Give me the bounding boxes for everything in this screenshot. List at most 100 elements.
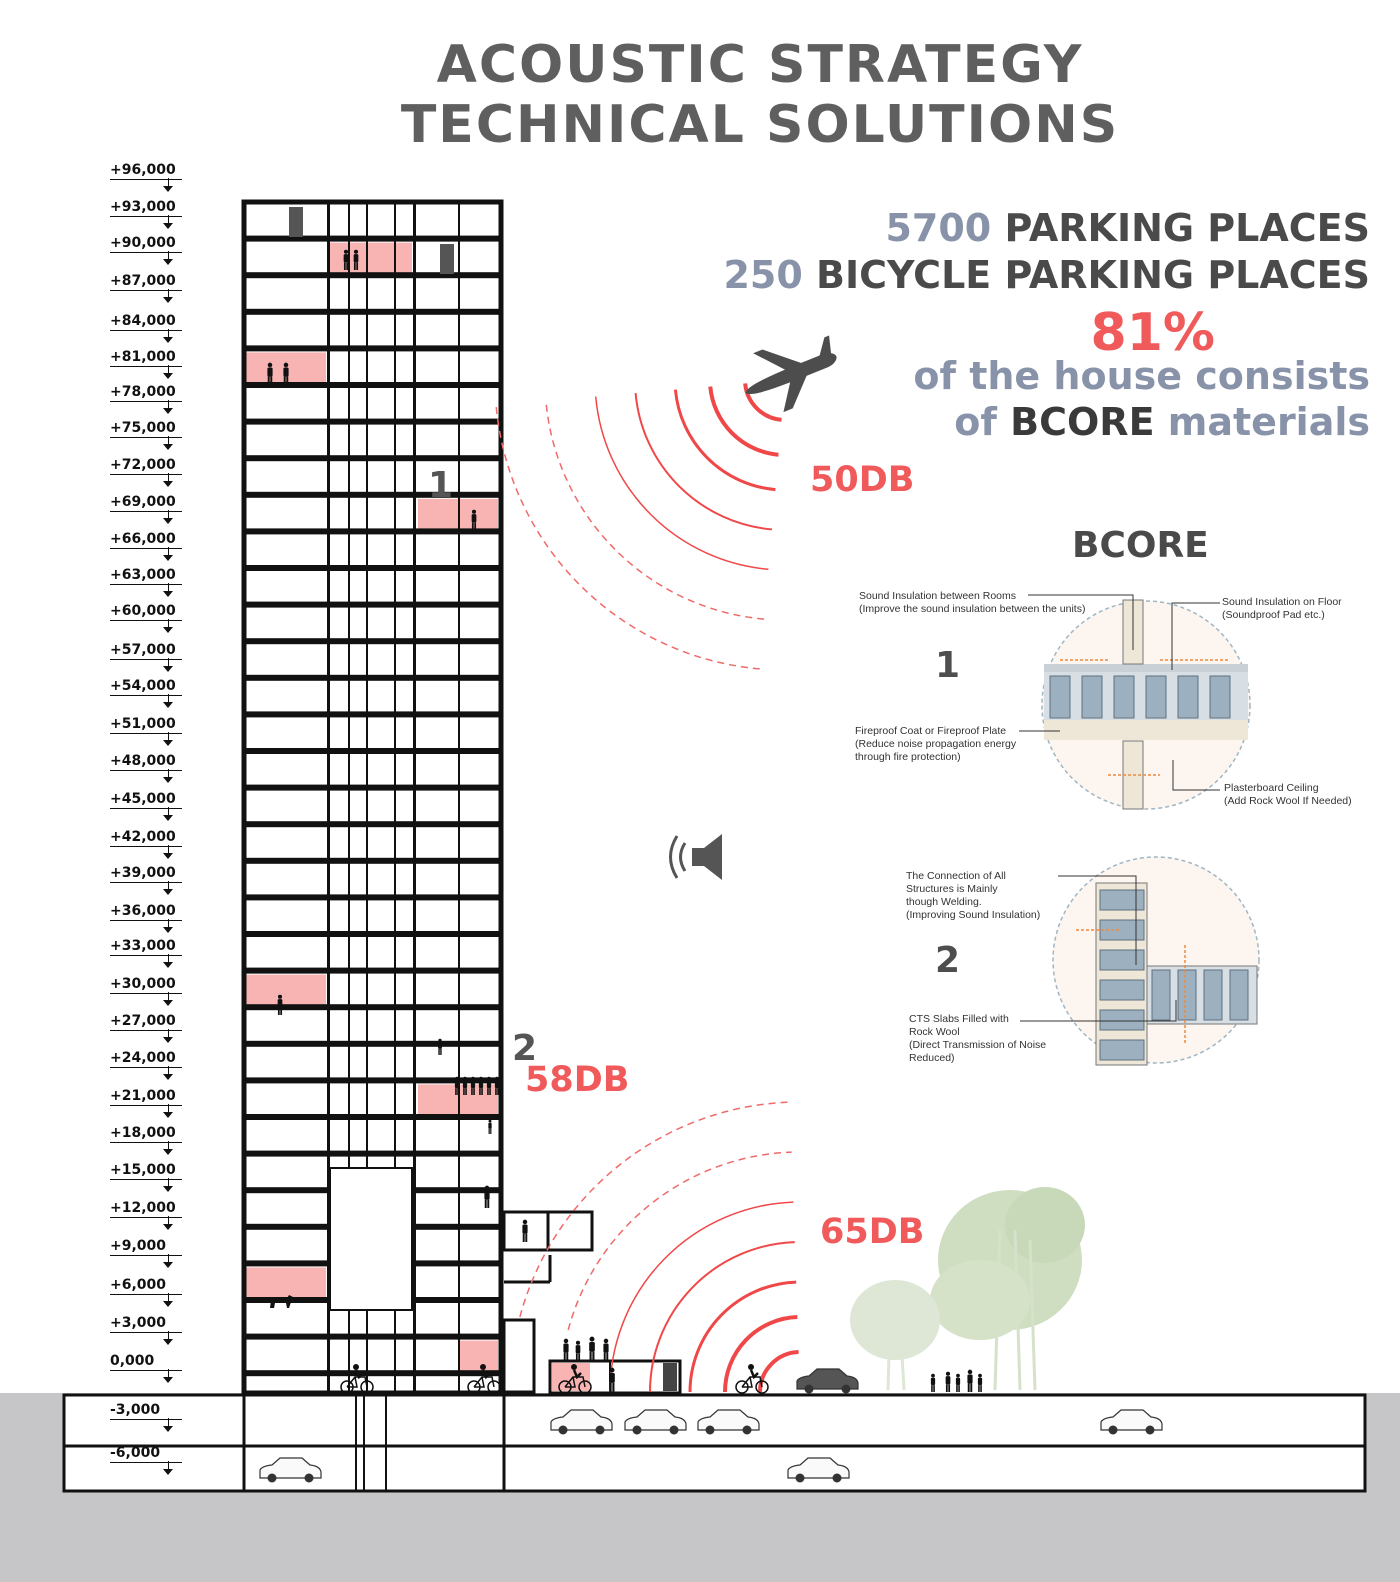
stat-bicycle-label: BICYCLE PARKING PLACES xyxy=(816,253,1370,297)
level-label: +24,000 xyxy=(110,1050,176,1066)
steel-core xyxy=(1081,675,1103,719)
level-label: +45,000 xyxy=(110,791,176,807)
level-label: +9,000 xyxy=(110,1238,167,1254)
person-silhouette-icon xyxy=(930,1373,936,1392)
bcore-detail-1 xyxy=(1041,599,1251,810)
level-label: +15,000 xyxy=(110,1162,176,1178)
level-label: +90,000 xyxy=(110,235,176,251)
level-label: +78,000 xyxy=(110,384,176,400)
car-icon xyxy=(697,1409,760,1435)
stat-parking-number: 5700 xyxy=(885,206,992,250)
floor-slab xyxy=(244,931,501,937)
level-marker: 0,000 xyxy=(110,1353,182,1383)
person-silhouette-icon xyxy=(563,1338,569,1361)
steel-core xyxy=(1099,979,1145,1001)
callout-floor: Sound Insulation on Floor (Soundproof Pa… xyxy=(1222,596,1342,621)
highlighted-room xyxy=(330,242,412,275)
bicycle-icon xyxy=(735,1364,769,1394)
level-label: +39,000 xyxy=(110,865,176,881)
callout-rooms: Sound Insulation between Rooms (Improve … xyxy=(859,590,1086,615)
person-silhouette-icon xyxy=(494,1076,500,1095)
person-silhouette-icon xyxy=(277,994,283,1015)
sound-wave xyxy=(567,1151,792,1331)
floor-slab xyxy=(244,345,501,352)
bicycle-icon xyxy=(467,1364,501,1394)
stat-consists-brand: BCORE xyxy=(1010,400,1155,444)
person-silhouette-icon xyxy=(462,1076,468,1095)
level-marker: +3,000 xyxy=(110,1315,182,1345)
sound-wave xyxy=(634,392,773,531)
level-marker: +69,000 xyxy=(110,494,182,524)
level-marker: +6,000 xyxy=(110,1277,182,1307)
highlighted-room xyxy=(458,1340,498,1373)
level-marker: +51,000 xyxy=(110,716,182,746)
level-label: +3,000 xyxy=(110,1315,167,1331)
level-marker: +12,000 xyxy=(110,1200,182,1230)
window xyxy=(289,207,303,237)
level-label: +66,000 xyxy=(110,531,176,547)
level-marker: +57,000 xyxy=(110,642,182,672)
column xyxy=(327,202,330,1393)
floor-slab xyxy=(244,711,501,718)
level-marker: +54,000 xyxy=(110,678,182,708)
floor-slab xyxy=(244,748,501,754)
person-silhouette-icon xyxy=(589,1336,595,1361)
stat-consists-of: of xyxy=(954,400,997,444)
level-marker: +75,000 xyxy=(110,420,182,450)
floor-slab xyxy=(244,601,501,608)
sound-wave xyxy=(649,1241,795,1393)
person-silhouette-icon xyxy=(609,1367,615,1392)
floor-slab xyxy=(244,455,501,462)
column xyxy=(458,202,460,1393)
dog-icon xyxy=(270,1295,293,1308)
stat-consists-line1: of the house consists xyxy=(913,354,1370,398)
callout-fire: Fireproof Coat or Fireproof Plate (Reduc… xyxy=(855,725,1017,763)
level-marker: +72,000 xyxy=(110,457,182,487)
level-marker: +39,000 xyxy=(110,865,182,895)
level-marker: +18,000 xyxy=(110,1125,182,1155)
level-marker: -6,000 xyxy=(110,1445,182,1475)
sound-wave xyxy=(609,1201,794,1393)
level-marker: +84,000 xyxy=(110,313,182,343)
car-icon xyxy=(796,1368,859,1394)
highlighted-room xyxy=(246,1267,326,1300)
airplane-icon xyxy=(745,335,837,413)
level-label: -3,000 xyxy=(110,1402,161,1418)
person-silhouette-icon xyxy=(488,1119,492,1134)
person-silhouette-icon xyxy=(484,1185,490,1208)
level-label: 0,000 xyxy=(110,1353,155,1369)
person-silhouette-icon xyxy=(438,1038,442,1055)
floor-slab xyxy=(244,272,501,279)
person-silhouette-icon xyxy=(955,1373,961,1392)
sound-wave xyxy=(495,405,760,670)
level-label: +18,000 xyxy=(110,1125,176,1141)
sound-wave xyxy=(743,383,782,422)
steel-core xyxy=(1113,675,1135,719)
column xyxy=(394,202,396,1393)
level-label: +6,000 xyxy=(110,1277,167,1293)
steel-core xyxy=(1099,949,1145,971)
person-silhouette-icon xyxy=(471,509,477,530)
level-marker: +30,000 xyxy=(110,976,182,1006)
car-icon xyxy=(259,1457,322,1483)
level-marker: +93,000 xyxy=(110,199,182,229)
level-label: +54,000 xyxy=(110,678,176,694)
stat-bicycle: 250 BICYCLE PARKING PLACES xyxy=(723,253,1370,297)
level-label: +87,000 xyxy=(110,273,176,289)
noise-level-street: 65DB xyxy=(820,1212,925,1252)
noise-level-plane: 50DB xyxy=(810,460,915,500)
person-silhouette-icon xyxy=(454,1076,460,1095)
floor-slab xyxy=(244,1077,501,1084)
steel-core xyxy=(1099,919,1145,941)
level-label: +36,000 xyxy=(110,903,176,919)
person-silhouette-icon xyxy=(478,1076,484,1095)
sound-wave xyxy=(519,1101,790,1318)
level-label: +72,000 xyxy=(110,457,176,473)
level-label: +51,000 xyxy=(110,716,176,732)
sound-waves xyxy=(495,383,799,1393)
level-label: +93,000 xyxy=(110,199,176,215)
atrium-void xyxy=(329,1167,413,1311)
speaker-icon xyxy=(669,834,722,880)
